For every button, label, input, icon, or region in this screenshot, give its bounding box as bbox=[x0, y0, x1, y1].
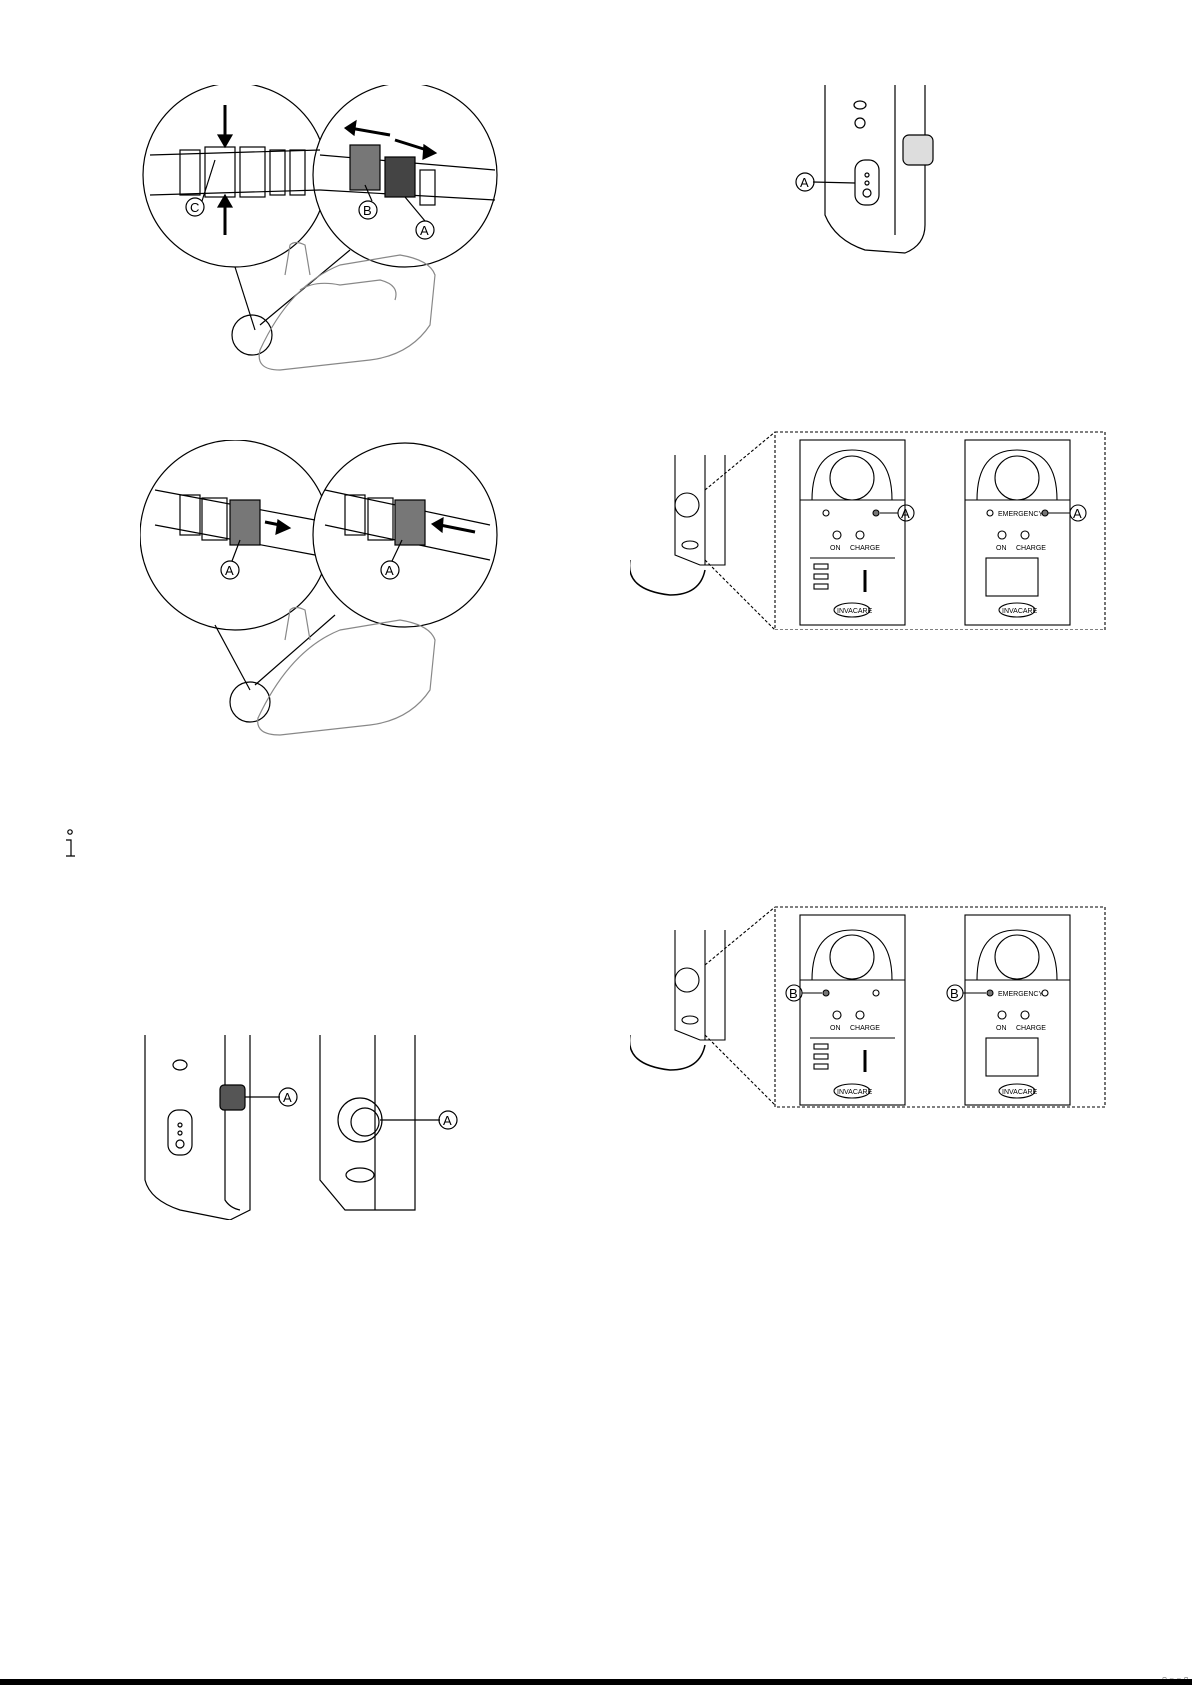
label-emergency: EMERGENCY bbox=[998, 511, 1043, 518]
label-on: ON bbox=[996, 1025, 1007, 1032]
footer-marks: □ ▭ ▭ □ bbox=[1163, 1676, 1188, 1683]
info-icon bbox=[62, 828, 78, 860]
logo-text: INVACARE bbox=[1002, 608, 1038, 615]
callout-a: A bbox=[1073, 506, 1082, 521]
callout-b: B bbox=[789, 986, 798, 1001]
callout-b: B bbox=[950, 986, 959, 1001]
callout-a: A bbox=[800, 175, 809, 190]
figure-buckle-release: C B A bbox=[140, 85, 520, 375]
logo-text: INVACARE bbox=[837, 608, 873, 615]
label-on: ON bbox=[830, 545, 841, 552]
label-charge: CHARGE bbox=[1016, 545, 1046, 552]
figure-panel-led-a: ON CHARGE ON CHARGE EMERGENCY INVACARE I… bbox=[630, 430, 1110, 630]
callout-a: A bbox=[283, 1090, 292, 1105]
label-charge: CHARGE bbox=[850, 1025, 880, 1032]
footer-rule bbox=[0, 1679, 1192, 1685]
figure-buckle-adjust: A A bbox=[140, 440, 520, 740]
label-charge: CHARGE bbox=[1016, 1025, 1046, 1032]
figure-handset-side: A bbox=[795, 85, 945, 265]
callout-a: A bbox=[385, 563, 394, 578]
label-on: ON bbox=[830, 1025, 841, 1032]
callout-a: A bbox=[901, 506, 910, 521]
label-charge: CHARGE bbox=[850, 545, 880, 552]
logo-text: INVACARE bbox=[837, 1089, 873, 1096]
figure-reset-button: A A bbox=[140, 1030, 480, 1220]
callout-a: A bbox=[420, 223, 429, 238]
callout-a: A bbox=[225, 563, 234, 578]
callout-c: C bbox=[190, 200, 199, 215]
figure-panel-led-b: ON CHARGE ON CHARGE EMERGENCY INVACARE I… bbox=[630, 905, 1110, 1110]
label-on: ON bbox=[996, 545, 1007, 552]
label-emergency: EMERGENCY bbox=[998, 991, 1043, 998]
callout-a: A bbox=[443, 1113, 452, 1128]
logo-text: INVACARE bbox=[1002, 1089, 1038, 1096]
callout-b: B bbox=[363, 203, 372, 218]
